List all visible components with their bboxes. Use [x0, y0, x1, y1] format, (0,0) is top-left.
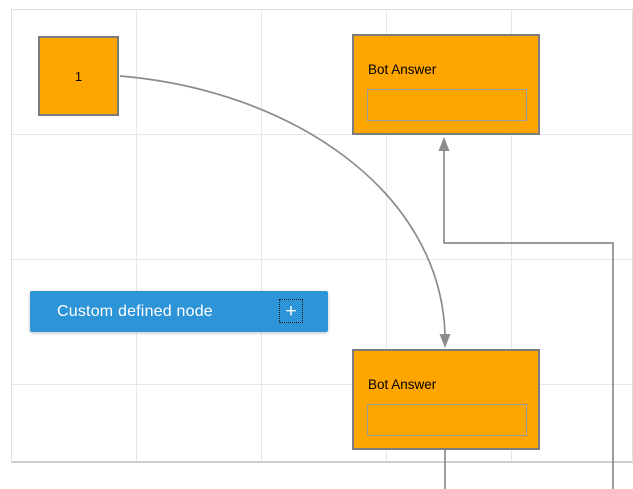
- node-bot-answer-bottom[interactable]: Bot Answer: [352, 349, 540, 450]
- node-title: Bot Answer: [368, 62, 437, 77]
- connector-orthogonal[interactable]: [438, 137, 614, 489]
- custom-defined-node-label: Custom defined node: [57, 302, 213, 320]
- plus-icon: +: [285, 300, 297, 322]
- bot-answer-input[interactable]: [367, 89, 527, 121]
- node-title: Bot Answer: [368, 377, 437, 392]
- connector-curve-arrowhead: [439, 334, 451, 348]
- bot-answer-input[interactable]: [367, 404, 527, 436]
- node-start-label: 1: [74, 68, 83, 84]
- add-node-handle[interactable]: +: [279, 299, 303, 323]
- custom-defined-node[interactable]: Custom defined node +: [30, 291, 328, 332]
- node-bot-answer-top[interactable]: Bot Answer: [352, 34, 540, 135]
- node-start[interactable]: 1: [38, 36, 119, 116]
- connector-curve[interactable]: [119, 75, 451, 348]
- connector-orthogonal-line[interactable]: [443, 150, 614, 489]
- connector-curve-line[interactable]: [119, 75, 446, 335]
- connector-orthogonal-arrowhead: [438, 137, 450, 151]
